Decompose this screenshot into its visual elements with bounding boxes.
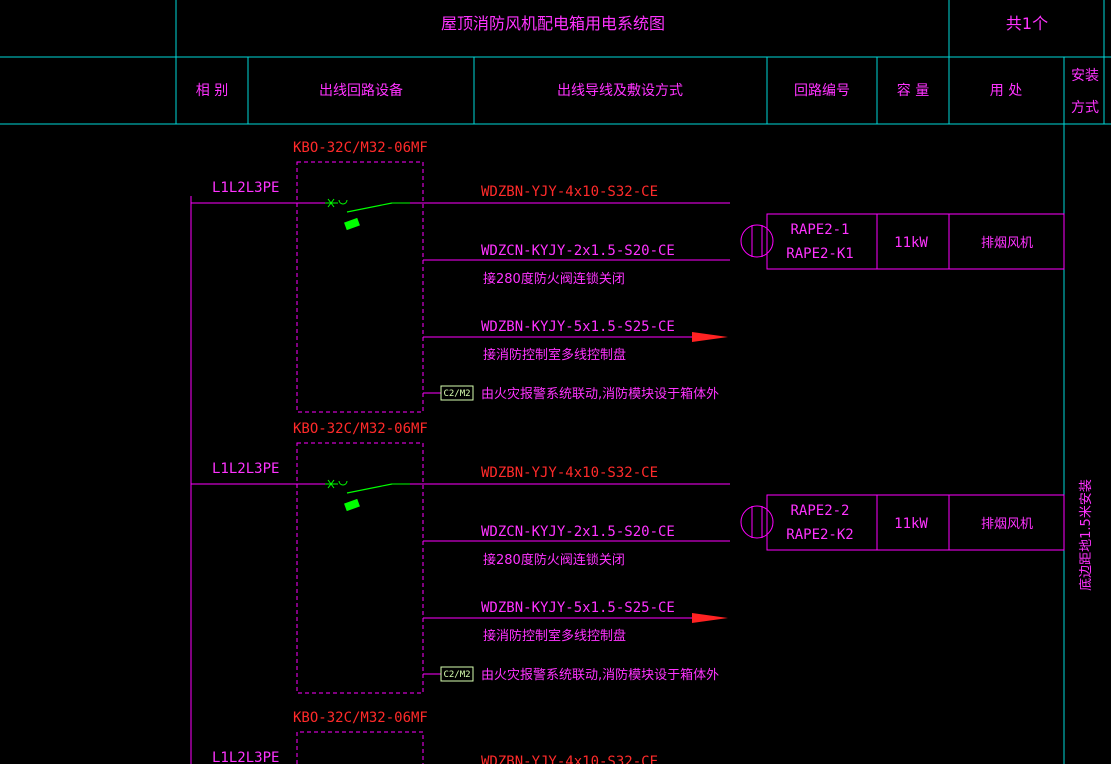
circuit-no-2: RAPE2-K2 — [786, 527, 853, 543]
module-tag: C2/M2 — [443, 389, 470, 399]
control-cable-label: WDZBN-KYJY-5x1.5-S25-CE — [481, 600, 675, 616]
diagram-title: 屋顶消防风机配电箱用电系统图 — [441, 14, 665, 33]
valve-cable-label: WDZCN-KYJY-2x1.5-S20-CE — [481, 524, 675, 540]
header-phase: 相 别 — [196, 83, 228, 99]
header-cable: 出线导线及敷设方式 — [557, 83, 683, 99]
breaker-box — [296, 161, 424, 413]
control-arrow — [692, 613, 728, 623]
count-label: 共1个 — [1006, 14, 1048, 33]
header-device: 出线回路设备 — [319, 82, 403, 99]
power-cable-label: WDZBN-YJY-4x10-S32-CE — [481, 754, 658, 764]
header-usage: 用 处 — [990, 83, 1022, 99]
control-arrow — [692, 332, 728, 342]
load-symbol — [740, 505, 774, 539]
breaker-box — [296, 442, 424, 694]
phase-label: L1L2L3PE — [212, 461, 279, 477]
breaker-model: KBO-32C/M32-06MF — [293, 710, 428, 726]
circuit-no-2: RAPE2-K1 — [786, 246, 853, 262]
usage-value: 排烟风机 — [981, 236, 1033, 251]
load-symbol — [740, 224, 774, 258]
valve-note: 接280度防火阀连锁关闭 — [483, 271, 625, 287]
breaker-model: KBO-32C/M32-06MF — [293, 140, 428, 156]
circuits: KBO-32C/M32-06MF L1L2L3PE WDZBN-YJY-4x10-S… — [191, 140, 1065, 764]
switch-symbol — [325, 198, 410, 231]
header-install-1: 安装 — [1071, 68, 1099, 84]
circuit-3: KBO-32C/M32-06MF L1L2L3PE WDZBN-YJY-4x10-S… — [212, 710, 658, 764]
valve-note: 接280度防火阀连锁关闭 — [483, 552, 625, 568]
power-cable-label: WDZBN-YJY-4x10-S32-CE — [481, 465, 658, 481]
breaker-box — [296, 731, 424, 764]
control-cable-label: WDZBN-KYJY-5x1.5-S25-CE — [481, 319, 675, 335]
circuit-table-row — [766, 494, 1065, 551]
circuit-no-1: RAPE2-1 — [790, 222, 849, 238]
module-note: 由火灾报警系统联动,消防模块设于箱体外 — [481, 667, 719, 683]
circuit-no-1: RAPE2-2 — [790, 503, 849, 519]
module-tag-box — [440, 385, 474, 401]
header-install-2: 方式 — [1071, 100, 1099, 116]
breaker-model: KBO-32C/M32-06MF — [293, 421, 428, 437]
valve-cable-label: WDZCN-KYJY-2x1.5-S20-CE — [481, 243, 675, 259]
circuit-table-row — [766, 213, 1065, 270]
capacity-value: 11kW — [894, 235, 928, 251]
module-tag: C2/M2 — [443, 670, 470, 680]
module-tag-box — [440, 666, 474, 682]
circuit-1: KBO-32C/M32-06MF L1L2L3PE WDZBN-YJY-4x10-S… — [191, 140, 1065, 413]
control-note: 接消防控制室多线控制盘 — [483, 347, 626, 363]
install-note: 底边距地1.5米安装 — [1078, 479, 1094, 591]
module-note: 由火灾报警系统联动,消防模块设于箱体外 — [481, 386, 719, 402]
circuit-2: KBO-32C/M32-06MF L1L2L3PE WDZBN-YJY-4x10-S… — [191, 421, 1065, 694]
header-capacity: 容 量 — [897, 82, 929, 99]
control-note: 接消防控制室多线控制盘 — [483, 628, 626, 644]
power-cable-label: WDZBN-YJY-4x10-S32-CE — [481, 184, 658, 200]
header-circuit-no: 回路编号 — [794, 83, 850, 99]
phase-label: L1L2L3PE — [212, 750, 279, 764]
capacity-value: 11kW — [894, 516, 928, 532]
phase-label: L1L2L3PE — [212, 180, 279, 196]
switch-symbol — [325, 479, 410, 512]
usage-value: 排烟风机 — [981, 517, 1033, 532]
